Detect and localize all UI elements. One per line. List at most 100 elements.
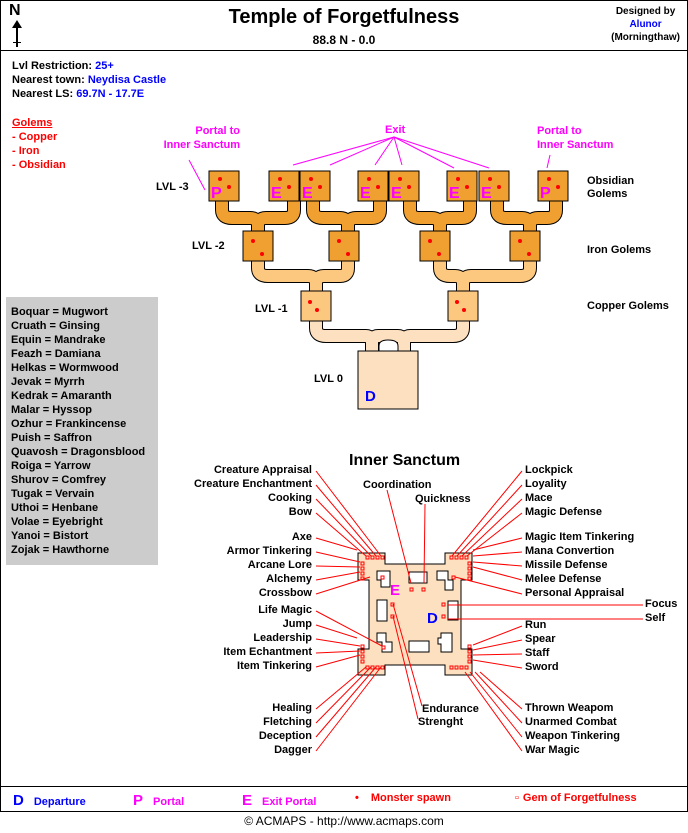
exit-portal-glyph: E xyxy=(242,792,253,809)
pointer-line xyxy=(315,650,361,654)
skill-label: Endurance xyxy=(422,703,479,715)
skill-label: Melee Defense xyxy=(525,573,602,585)
pointer-line xyxy=(423,503,426,584)
gem-of-forgetfulness xyxy=(390,602,395,607)
skill-label: Jump xyxy=(282,618,312,630)
pointer-line xyxy=(472,566,523,581)
pointer-line xyxy=(315,470,382,557)
monster-spawn-dot xyxy=(367,177,371,181)
gem-of-forgetfulness xyxy=(467,561,472,566)
page-title: Temple of Forgetfulness xyxy=(228,6,460,28)
gem-of-forgetfulness xyxy=(441,614,446,619)
room-lvl-1 xyxy=(300,290,332,322)
pointer-line xyxy=(315,666,382,752)
pointer-line xyxy=(472,659,523,669)
herb-entry: Malar = Hyssop xyxy=(11,404,93,416)
pointer-line xyxy=(315,551,361,563)
skill-label: Cooking xyxy=(268,492,312,504)
pointer-line xyxy=(392,615,419,720)
herb-entry: Ozhur = Frankincense xyxy=(11,418,127,430)
skill-label: Magic Item Tinkering xyxy=(525,531,635,543)
nearest-town-label: Nearest town: xyxy=(12,74,85,86)
monster-spawn-dot xyxy=(527,252,531,256)
monster-spawn-dot xyxy=(227,185,231,189)
herb-entry: Cruath = Ginsing xyxy=(11,320,100,332)
level-note: Iron Golems xyxy=(587,244,652,256)
pointer-line xyxy=(479,671,523,710)
level-note: Golems xyxy=(587,188,628,200)
gem-of-forgetfulness xyxy=(390,614,395,619)
skill-label: Self xyxy=(645,612,666,624)
herb-entry: Feazh = Damiana xyxy=(11,348,101,360)
pointer-line xyxy=(315,565,361,568)
gem-of-forgetfulness xyxy=(380,575,385,580)
room-lvl-2 xyxy=(419,230,451,262)
skill-label: Focus xyxy=(645,598,678,610)
monster-spawn-dot xyxy=(337,239,341,243)
skill-label: Coordination xyxy=(363,479,432,491)
skill-label: Deception xyxy=(258,730,312,742)
nearest-town: Nearest town: Neydisa Castle xyxy=(12,74,166,86)
herb-entry: Roiga = Yarrow xyxy=(11,460,91,472)
gem-of-forgetfulness xyxy=(467,576,472,581)
pointer-line xyxy=(315,484,377,557)
pointer-line xyxy=(315,610,383,647)
monster-spawn-dot xyxy=(547,177,551,181)
room-lvl-3 xyxy=(268,170,300,202)
gem-of-forgetfulness xyxy=(454,555,459,560)
legend-label: Exit Portal xyxy=(262,796,317,808)
sanctum-title: Inner Sanctum xyxy=(349,452,461,469)
gem-of-forgetfulness xyxy=(365,555,370,560)
lvl-restriction-label: Lvl Restriction: xyxy=(12,60,93,72)
gem-of-forgetfulness xyxy=(449,665,454,670)
gem-icon: ▫ xyxy=(515,792,519,804)
pointer-line xyxy=(315,576,371,595)
pointer-line xyxy=(472,561,523,567)
nearest-ls-label: Nearest LS: xyxy=(12,88,74,100)
room-lvl0-pillar xyxy=(378,339,399,352)
skill-label: Creature Enchantment xyxy=(194,478,312,490)
gem-of-forgetfulness xyxy=(381,645,386,650)
skill-label: Creature Appraisal xyxy=(213,464,312,476)
skill-label: Weapon Tinkering xyxy=(525,730,620,742)
legend-gem: ▫Gem of Forgetfulness xyxy=(515,792,637,804)
monster-spawn-dot xyxy=(465,185,469,189)
pointer-line xyxy=(315,666,377,738)
exit-label: Exit xyxy=(385,124,406,136)
pointer-line xyxy=(315,512,367,557)
nearest-ls-value: 69.7N - 17.7E xyxy=(76,88,145,100)
pointer-line xyxy=(456,484,523,557)
herb-entry: Zojak = Hawthorne xyxy=(11,544,110,556)
exit-marker: E xyxy=(481,185,492,202)
skill-label: Bow xyxy=(288,506,312,518)
gem-of-forgetfulness xyxy=(464,665,469,670)
room-lvl-2 xyxy=(328,230,360,262)
pointer-line xyxy=(469,671,523,738)
herb-entry: Boquar = Mugwort xyxy=(11,306,108,318)
exit-marker: E xyxy=(449,185,460,202)
skill-label: Loyality xyxy=(525,478,567,490)
skill-label: Strenght xyxy=(418,716,464,728)
monster-spawn-dot xyxy=(497,185,501,189)
room-lvl-3 xyxy=(299,170,331,202)
pointer-line xyxy=(472,625,523,646)
level-note: Copper Golems xyxy=(587,300,669,312)
designed-by-label: Designed by xyxy=(615,6,676,17)
pointer-line xyxy=(315,666,372,724)
monster-spawn-dot xyxy=(278,177,282,181)
herb-entry: Equin = Mandrake xyxy=(11,334,106,346)
skill-label: Lockpick xyxy=(525,464,573,476)
monster-spawn-dot xyxy=(315,308,319,312)
monster-spawn-dot xyxy=(428,239,432,243)
gem-of-forgetfulness xyxy=(360,654,365,659)
skill-label: Sword xyxy=(525,661,559,673)
pointer-line xyxy=(392,603,423,707)
monster-spawn-dot xyxy=(455,300,459,304)
monster-spawn-dot xyxy=(518,239,522,243)
monster-spawn-dot xyxy=(308,300,312,304)
portal-label-line2: Inner Sanctum xyxy=(537,139,614,151)
pointer-line xyxy=(472,639,523,651)
